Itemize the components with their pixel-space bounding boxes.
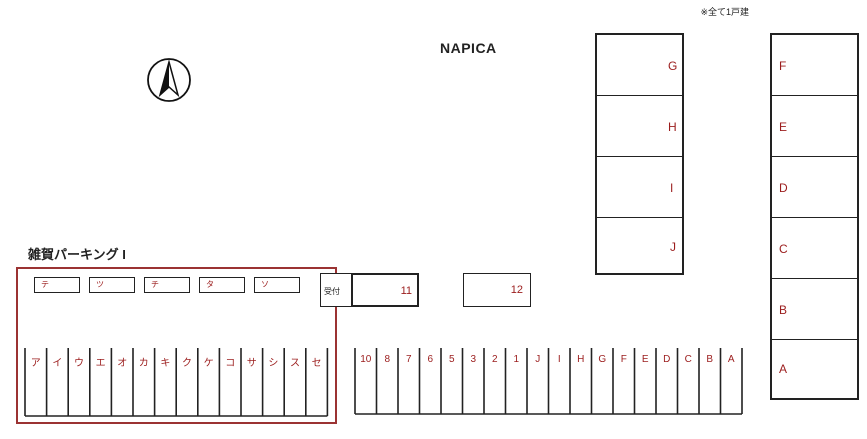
space-11-label: 11 xyxy=(400,285,412,297)
lot-2-stall-label: 6 xyxy=(427,354,434,365)
north-arrow-icon xyxy=(147,58,191,102)
lot-1-stall-label: セ xyxy=(311,358,322,369)
building-unit-d: D xyxy=(772,157,857,218)
building-unit-label: H xyxy=(668,120,677,134)
lot-2-stall-label: I xyxy=(557,354,561,365)
building-unit-a: A xyxy=(772,340,857,398)
upper-space-so: ソ xyxy=(254,277,300,293)
space-12-label: 12 xyxy=(510,284,523,296)
lot-2-stall-label: F xyxy=(620,354,627,365)
upper-space-label: ツ xyxy=(96,280,104,289)
upper-space-ta: タ xyxy=(199,277,245,293)
upper-space-chi: チ xyxy=(144,277,190,293)
upper-space-te: テ xyxy=(34,277,80,293)
lot-2-stall-label: J xyxy=(535,354,541,365)
building-unit-c: C xyxy=(772,218,857,279)
upper-space-label: ソ xyxy=(261,280,269,289)
lot-1-stall-label: オ xyxy=(117,358,128,369)
parking-lot-title: 雑賀パーキング I xyxy=(28,247,126,262)
building-unit-h: H xyxy=(597,96,682,157)
lot-1-stall-label: ス xyxy=(290,358,300,369)
building-unit-label: G xyxy=(668,59,678,73)
stall-lines-lot-2 xyxy=(354,348,743,415)
building-unit-label: I xyxy=(670,181,674,195)
lot-2-stall-label: A xyxy=(727,354,735,365)
lot-1-stall-label: ク xyxy=(182,358,192,369)
building-unit-label: B xyxy=(779,303,788,317)
lot-2-stall-label: 2 xyxy=(491,354,498,365)
lot-1-stall-label: ア xyxy=(30,358,41,369)
lot-2-stall-label: 5 xyxy=(448,354,455,365)
building-unit-b: B xyxy=(772,279,857,340)
lot-2-stall-label: B xyxy=(706,354,714,365)
lot-1-stall-label: エ xyxy=(95,358,106,369)
upper-space-label: チ xyxy=(151,280,159,289)
lot-1-stall-label: イ xyxy=(52,358,63,369)
building-unit-label: A xyxy=(779,362,788,376)
building-unit-f: F xyxy=(772,35,857,96)
lot-2-stall-label: 1 xyxy=(513,354,520,365)
building-unit-j: J xyxy=(597,218,682,275)
building-unit-label: J xyxy=(670,240,676,254)
stall-lines-lot-1 xyxy=(24,348,329,417)
lot-2-stall-label: E xyxy=(641,354,649,365)
lot-1-stall-label: コ xyxy=(225,358,236,369)
lot-2-stall-label: D xyxy=(663,354,671,365)
building-unit-i: I xyxy=(597,157,682,218)
space-12: 12 xyxy=(463,273,531,307)
lot-2-stall-label: C xyxy=(684,354,692,365)
upper-space-label: タ xyxy=(206,280,214,289)
lot-1-stall-label: サ xyxy=(246,358,257,369)
building-column-1: G H I J xyxy=(595,33,684,275)
building-unit-label: F xyxy=(779,59,787,73)
reception-label: 受付 xyxy=(324,287,340,296)
upper-space-tsu: ツ xyxy=(89,277,135,293)
lot-1-stall-label: ケ xyxy=(203,358,214,369)
lot-2-stall-label: 10 xyxy=(360,354,372,365)
building-unit-g: G xyxy=(597,35,682,96)
parking-lot-1-boundary xyxy=(16,267,337,424)
building-unit-label: C xyxy=(779,242,788,256)
lot-1-stall-label: カ xyxy=(138,358,149,369)
upper-space-label: テ xyxy=(41,280,49,289)
lot-1-stall-label: シ xyxy=(268,358,279,369)
facility-name: NAPICA xyxy=(440,40,497,56)
reception-booth: 受付 xyxy=(320,273,355,307)
lot-2-stall-label: H xyxy=(577,354,585,365)
lot-2-stall-label: 3 xyxy=(470,354,477,365)
lot-1-stall-label: キ xyxy=(160,358,171,369)
building-column-2: F E D C B A xyxy=(770,33,859,400)
building-unit-label: E xyxy=(779,120,788,134)
note-all-detached: ※全て1戸建 xyxy=(700,7,749,17)
building-unit-label: D xyxy=(779,181,788,195)
lot-1-stall-label: ウ xyxy=(74,358,84,369)
building-unit-e: E xyxy=(772,96,857,157)
space-11: 11 xyxy=(351,273,419,307)
lot-2-stall-label: 8 xyxy=(384,354,391,365)
lot-2-stall-label: 7 xyxy=(405,354,412,365)
lot-2-stall-label: G xyxy=(598,354,607,365)
